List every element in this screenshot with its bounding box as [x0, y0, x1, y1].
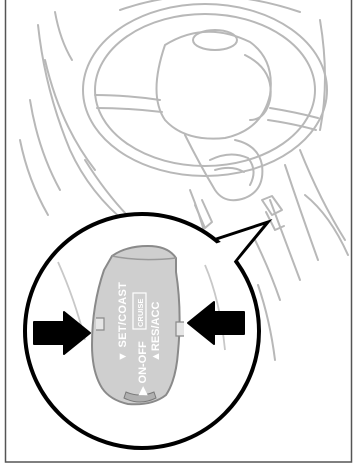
set-coast-label: ▼ SET/COAST [117, 282, 129, 362]
cruise-label: CRUISE [136, 299, 145, 327]
res-acc-label: ▲RES/ACC [150, 302, 162, 362]
on-off-label: ▶ ON-OFF [137, 341, 149, 396]
